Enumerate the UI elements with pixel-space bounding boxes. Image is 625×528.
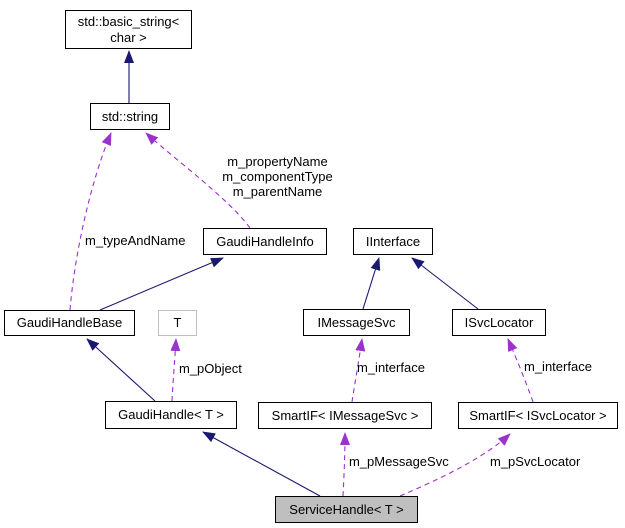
class-node-isvclocator[interactable]: ISvcLocator bbox=[452, 309, 546, 336]
usage-edges bbox=[69, 132, 534, 497]
class-node-imessagesvc[interactable]: IMessageSvc bbox=[303, 309, 410, 336]
template-param-node-t: T bbox=[158, 310, 197, 336]
inheritance-edges bbox=[86, 50, 479, 497]
class-node-std-basic-string[interactable]: std::basic_string< char > bbox=[65, 10, 192, 49]
class-node-smartif-isvclocator[interactable]: SmartIF< ISvcLocator > bbox=[458, 402, 618, 429]
class-node-std-string[interactable]: std::string bbox=[90, 103, 170, 130]
class-node-gaudi-handle-info[interactable]: GaudiHandleInfo bbox=[203, 228, 327, 255]
class-node-smartif-imessagesvc[interactable]: SmartIF< IMessageSvc > bbox=[258, 402, 432, 429]
class-node-gaudi-handle-base[interactable]: GaudiHandleBase bbox=[4, 310, 135, 336]
class-node-gaudi-handle[interactable]: GaudiHandle< T > bbox=[105, 401, 237, 429]
class-node-iinterface[interactable]: IInterface bbox=[353, 228, 433, 255]
class-node-service-handle-current: ServiceHandle< T > bbox=[275, 496, 418, 523]
